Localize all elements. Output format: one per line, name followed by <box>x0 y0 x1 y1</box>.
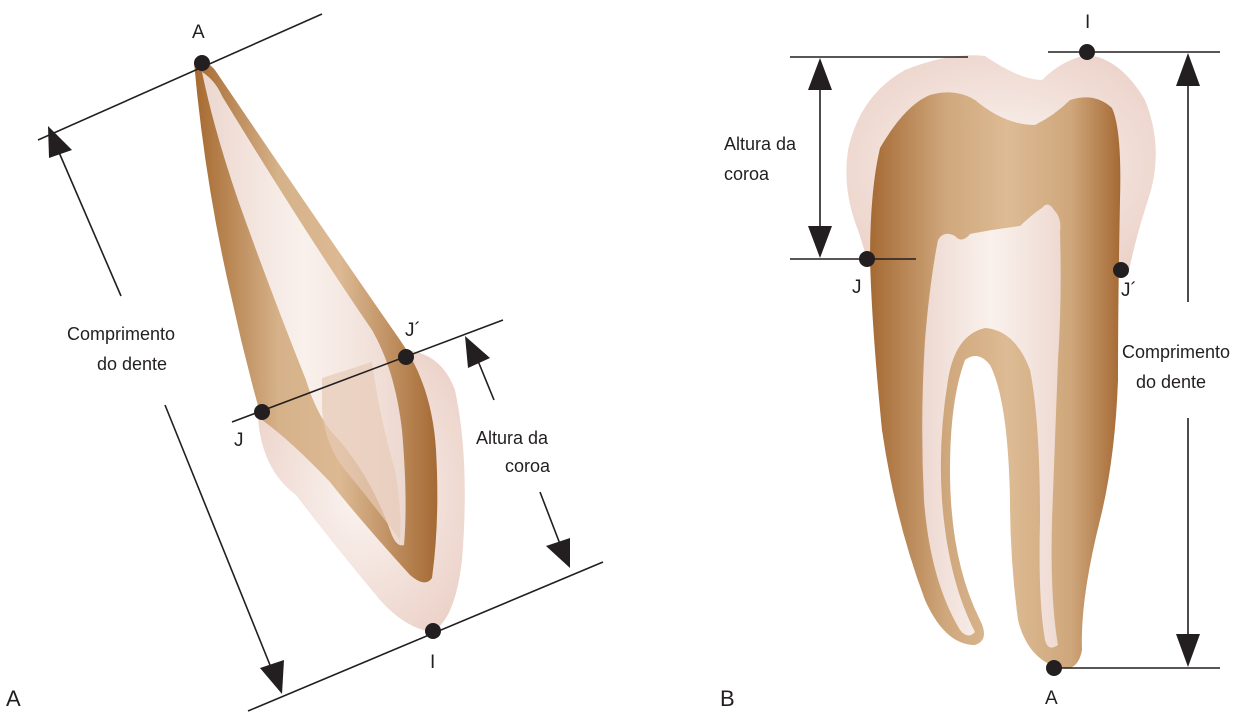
panel-a-point-apex <box>194 55 210 71</box>
panel-b-point-incisal <box>1079 44 1095 60</box>
panel-a-point-incisal <box>425 623 441 639</box>
panel-b-point-apex <box>1046 660 1062 676</box>
panel-b-point-j <box>859 251 875 267</box>
panel-b-length-label-1: Comprimento <box>1122 342 1230 362</box>
panel-a-label-incisal: I <box>430 652 435 673</box>
panel-b-length-label-2: do dente <box>1136 372 1206 392</box>
panel-b-length-arrowhead-down <box>1176 634 1200 667</box>
panel-b-point-j-prime <box>1113 262 1129 278</box>
panel-b-label-j-prime: J´ <box>1121 280 1137 301</box>
panel-a-apex-line <box>38 14 322 140</box>
panel-a-length-arrow-lower <box>165 405 272 670</box>
panel-b: I J J´ A Altura da coroa Comprimento do … <box>720 12 1230 711</box>
panel-a-crown-arrowhead-up <box>465 336 490 368</box>
panel-b-label-apex: A <box>1045 688 1058 709</box>
panel-a-length-arrowhead-down <box>260 660 284 694</box>
panel-b-label-j: J <box>852 277 862 298</box>
panel-a-label-j-prime: J´ <box>405 320 421 341</box>
panel-a-crown-label-1: Altura da <box>476 428 549 448</box>
panel-a-crown-label-2: coroa <box>505 456 551 476</box>
panel-a-label-apex: A <box>192 22 205 43</box>
panel-a-crown-arrowhead-down <box>546 538 570 568</box>
panel-b-dentin <box>870 92 1120 668</box>
panel-b-crown-arrowhead-down <box>808 226 832 258</box>
panel-b-title: B <box>720 686 735 711</box>
panel-a-length-arrow-upper <box>58 150 121 296</box>
panel-b-length-arrowhead-up <box>1176 53 1200 86</box>
panel-a-crown-arrow-lower <box>540 492 560 544</box>
panel-b-label-incisal: I <box>1085 12 1090 33</box>
panel-a-point-j <box>254 404 270 420</box>
panel-b-crown-label-1: Altura da <box>724 134 797 154</box>
panel-b-crown-label-2: coroa <box>724 164 770 184</box>
panel-a: A J J´ I Comprimento do dente Altura da … <box>6 14 603 711</box>
panel-a-title: A <box>6 686 21 711</box>
panel-a-length-label-1: Comprimento <box>67 324 175 344</box>
panel-a-length-label-2: do dente <box>97 354 167 374</box>
panel-b-crown-arrowhead-up <box>808 58 832 90</box>
panel-a-point-j-prime <box>398 349 414 365</box>
panel-a-label-j: J <box>234 430 244 451</box>
